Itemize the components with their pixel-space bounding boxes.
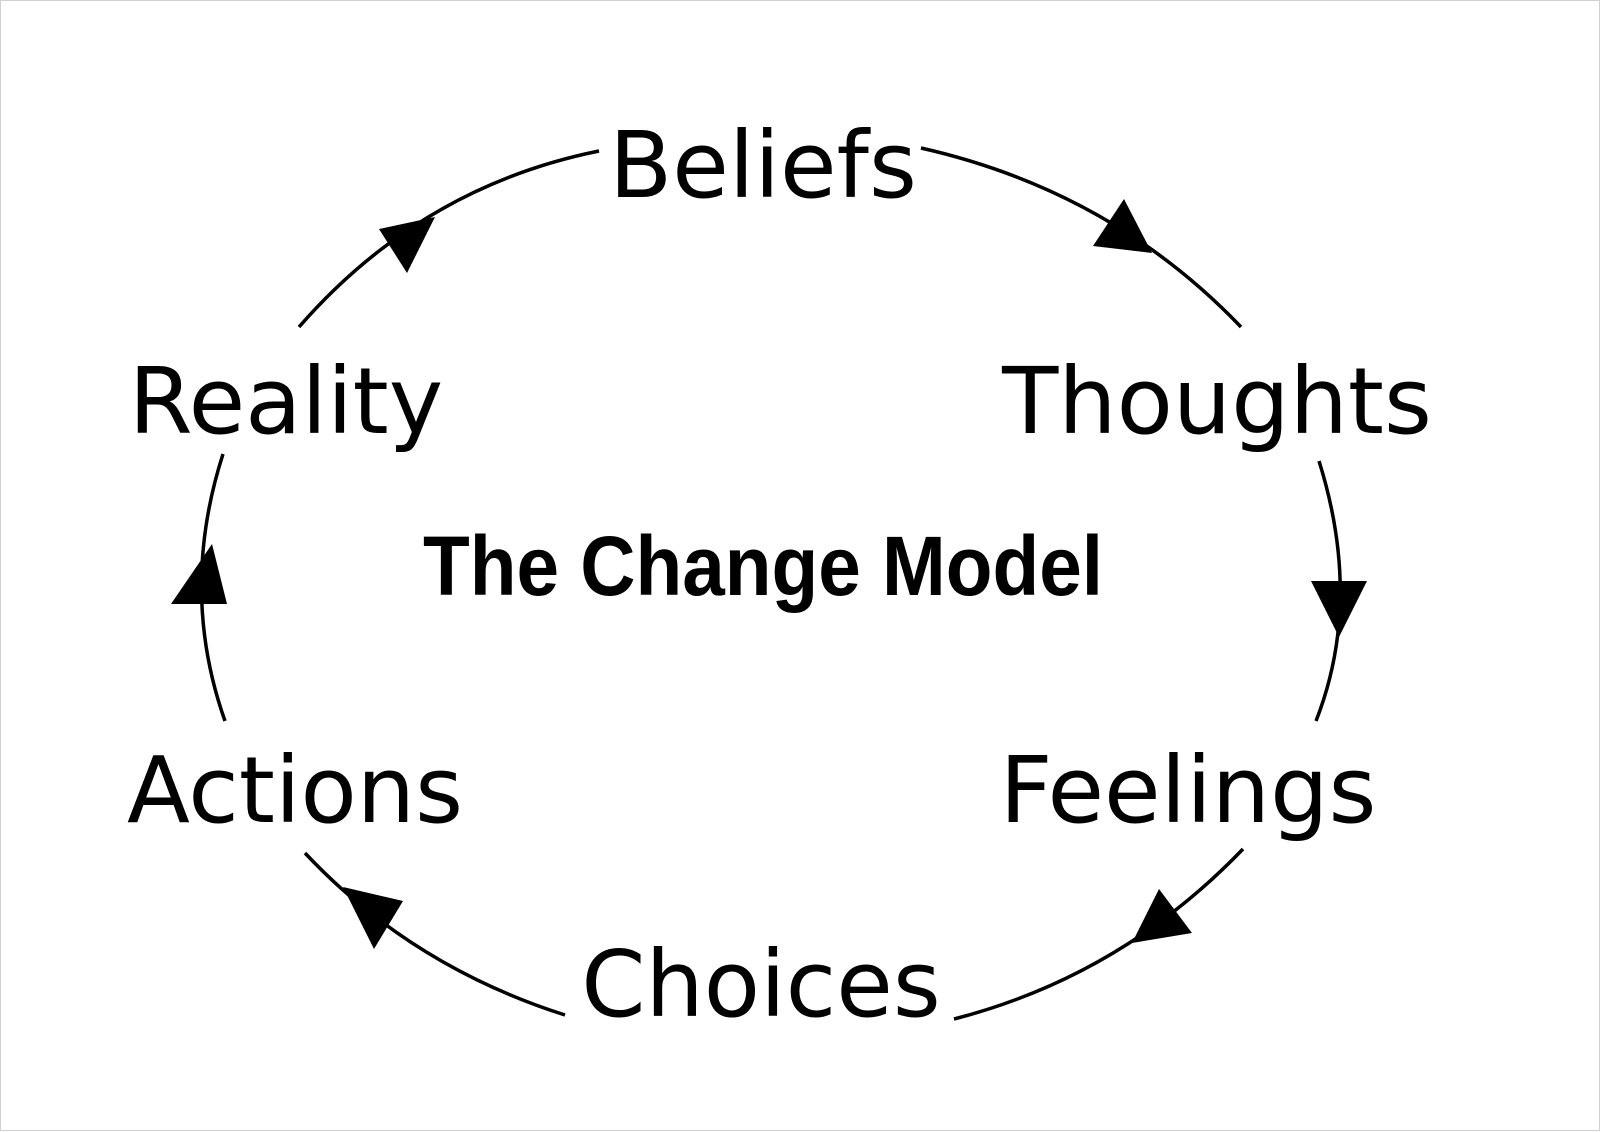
node-beliefs: Beliefs — [609, 112, 917, 219]
arrowhead-choices-to-actions — [343, 887, 403, 949]
node-thoughts: Thoughts — [1001, 348, 1432, 455]
node-choices: Choices — [581, 931, 941, 1038]
arrowhead-actions-to-reality — [171, 544, 227, 604]
node-feelings: Feelings — [1000, 737, 1377, 844]
node-reality: Reality — [129, 348, 443, 455]
diagram-title: The Change Model — [423, 519, 1103, 613]
arrowhead-reality-to-beliefs — [379, 217, 435, 273]
node-actions: Actions — [127, 737, 463, 844]
arrowhead-thoughts-to-feelings — [1311, 581, 1367, 637]
arrowhead-feelings-to-choices — [1132, 889, 1192, 943]
arc-choices-to-actions — [303, 851, 566, 1017]
arc-beliefs-to-thoughts — [920, 146, 1243, 329]
arc-reality-to-beliefs — [297, 149, 600, 329]
arc-feelings-to-choices — [953, 847, 1245, 1021]
arrowhead-beliefs-to-thoughts — [1093, 199, 1152, 253]
